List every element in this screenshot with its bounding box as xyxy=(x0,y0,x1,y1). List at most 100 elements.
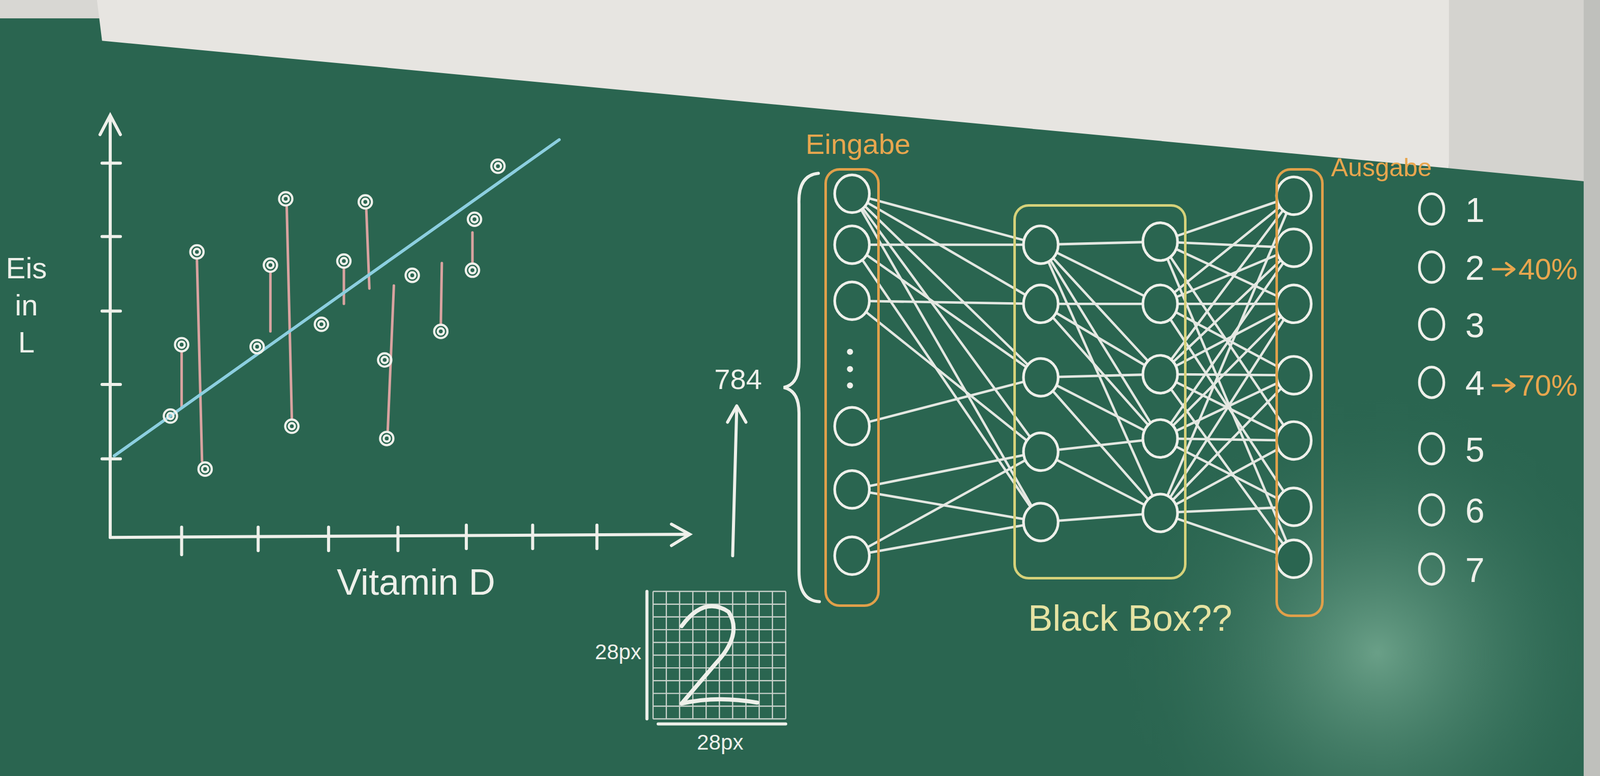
input-count: 784 xyxy=(714,363,762,397)
residual-line xyxy=(269,273,272,332)
neuron xyxy=(1142,494,1178,532)
data-point-core xyxy=(437,328,444,335)
data-point xyxy=(314,317,329,331)
regression-line xyxy=(114,139,560,456)
neuron xyxy=(834,536,870,575)
connection-line xyxy=(860,208,1033,507)
arrow-shaft xyxy=(732,407,737,556)
neuron xyxy=(834,226,870,264)
connection-line xyxy=(1177,302,1277,306)
data-point xyxy=(163,409,177,423)
tick xyxy=(595,525,599,549)
arrowhead xyxy=(1506,379,1515,392)
neurons xyxy=(834,174,1311,578)
connection-line xyxy=(1175,449,1279,505)
tick xyxy=(464,525,468,549)
data-point-core xyxy=(178,341,185,348)
data-point-core xyxy=(383,435,390,442)
data-point-core xyxy=(194,248,201,255)
data-point-core xyxy=(469,267,476,274)
arrowhead xyxy=(1506,263,1515,276)
tick xyxy=(396,527,400,551)
connection-line xyxy=(1177,507,1277,512)
dot xyxy=(846,348,853,356)
neuron xyxy=(1276,488,1311,526)
connection-line xyxy=(1047,260,1154,498)
grid-line xyxy=(653,654,786,656)
neuron xyxy=(1023,226,1059,264)
residual-line xyxy=(440,263,442,325)
neuron xyxy=(1276,176,1311,215)
probability: 70% xyxy=(1518,368,1578,403)
data-point xyxy=(263,258,277,272)
output-layer-box: Ausgabe xyxy=(1275,168,1324,618)
class-circle xyxy=(1419,433,1444,464)
neuron xyxy=(1142,284,1178,323)
class-circle xyxy=(1419,494,1444,526)
black-box-hidden-layers: Black Box?? xyxy=(1013,204,1188,580)
neuron xyxy=(1142,355,1178,394)
connection-line xyxy=(1058,302,1143,306)
data-point-core xyxy=(289,423,296,430)
input-layer-box: Eingabe xyxy=(824,168,880,607)
residual-line xyxy=(342,269,345,304)
connection-line xyxy=(869,455,1024,487)
class-circle xyxy=(1419,308,1444,340)
grid-line xyxy=(758,591,760,720)
class-number: 3 xyxy=(1465,305,1485,346)
grid-line xyxy=(653,692,786,694)
projector-screen xyxy=(97,0,1455,169)
neuron xyxy=(1276,539,1311,578)
connection-line xyxy=(1049,259,1151,424)
neuron xyxy=(1023,503,1059,541)
connection-line xyxy=(869,525,1024,553)
handwritten-digit xyxy=(681,606,758,704)
connection-line xyxy=(1170,262,1285,425)
dot xyxy=(846,382,853,389)
residual-line xyxy=(471,232,474,264)
class-number: 4 xyxy=(1465,363,1485,404)
tick xyxy=(102,161,121,165)
class-circle xyxy=(1419,193,1444,224)
class-number: 6 xyxy=(1465,490,1485,531)
dimension-bar xyxy=(658,722,786,726)
residual-line xyxy=(197,260,203,462)
neuron xyxy=(1023,358,1059,397)
connection-line xyxy=(1172,387,1283,501)
neuron xyxy=(1276,284,1311,323)
data-point xyxy=(379,431,394,445)
neuron xyxy=(1023,284,1059,323)
arrow-shaft xyxy=(1492,384,1514,388)
class-number: 5 xyxy=(1465,429,1485,470)
data-point-core xyxy=(202,466,209,473)
arrow-shaft xyxy=(1492,268,1514,271)
data-point xyxy=(250,340,264,354)
class-number: 1 xyxy=(1465,189,1485,231)
axis-arrowhead xyxy=(100,115,121,135)
connection-line xyxy=(865,311,1028,442)
data-point-core xyxy=(167,412,174,420)
data-point-core xyxy=(409,272,416,279)
connection-line xyxy=(1052,257,1149,362)
neuron xyxy=(834,281,870,320)
neuron xyxy=(1276,229,1311,267)
data-point xyxy=(491,159,505,173)
layer-heading: Eingabe xyxy=(805,128,911,162)
data-point xyxy=(175,338,189,352)
class-circle xyxy=(1419,251,1444,283)
neuron xyxy=(834,407,870,445)
neuron xyxy=(834,174,870,213)
dimension-label: 28px xyxy=(594,640,642,665)
tick xyxy=(102,235,121,239)
data-point-core xyxy=(471,216,478,223)
wall xyxy=(1449,0,1587,182)
connection-line xyxy=(864,205,1029,366)
data-point xyxy=(465,263,479,277)
data-point xyxy=(284,419,299,433)
tick xyxy=(102,309,121,313)
connection-line xyxy=(866,254,1027,368)
neuron xyxy=(1276,421,1311,460)
